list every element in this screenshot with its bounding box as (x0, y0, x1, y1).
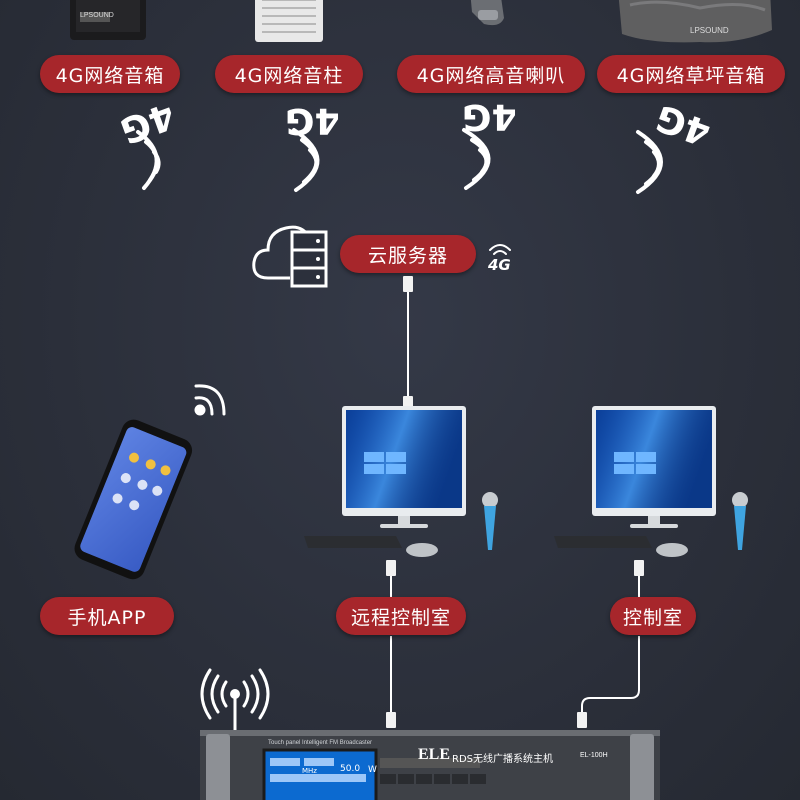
desktop-computer-image (304, 406, 466, 557)
label-phone-app: 手机APP (40, 597, 174, 635)
speaker-box-brand: LPSOUND (80, 12, 114, 19)
microphone-image (732, 492, 748, 550)
host-model-code: EL-100H (580, 752, 608, 759)
label-horn-speaker: 4G网络高音喇叭 (397, 55, 585, 93)
smartphone-image (74, 419, 193, 580)
wifi-signal-icon (462, 128, 491, 190)
label-remote-control-room: 远程控制室 (336, 597, 466, 635)
signal-4g-label-cloud: 4G (488, 256, 511, 274)
wifi-signal-icon (194, 384, 226, 416)
wifi-signal-icon (489, 244, 511, 255)
host-brand: ELE (418, 746, 451, 763)
wifi-signal-icon (136, 130, 161, 190)
lawn-speaker-brand: LPSOUND (690, 26, 729, 35)
antenna-signal-icon (200, 668, 270, 734)
label-speaker-box: 4G网络音箱 (40, 55, 180, 93)
label-cloud-server: 云服务器 (340, 235, 476, 273)
label-control-room: 控制室 (610, 597, 696, 635)
broadcast-host-image (200, 730, 660, 800)
wifi-signal-icon (636, 130, 663, 194)
host-model-text: RDS无线广播系统主机 (452, 754, 553, 765)
microphone-image (482, 492, 498, 550)
host-screen-unit: W (368, 765, 377, 775)
host-panel-text: Touch panel Intelligent FM Broadcaster (268, 740, 373, 746)
speaker-box-image (70, 0, 772, 43)
cloud-server-icon (252, 225, 328, 288)
wifi-signal-icon (292, 128, 320, 192)
label-lawn-speaker: 4G网络草坪音箱 (597, 55, 785, 93)
desktop-computer-image (554, 406, 716, 557)
host-screen-freq: 50.0 (340, 764, 361, 774)
host-screen-mhz: MHz (302, 767, 317, 775)
label-column-speaker: 4G网络音柱 (215, 55, 363, 93)
